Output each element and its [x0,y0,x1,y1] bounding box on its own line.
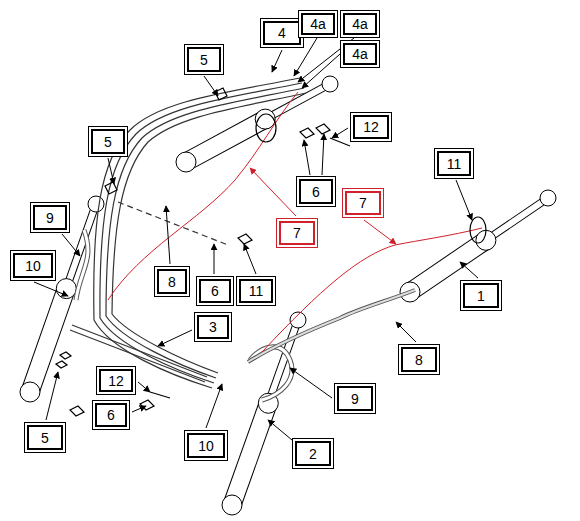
callout-number: 3 [209,320,217,334]
callout-number: 4a [352,17,368,31]
callout-box: 5 [24,422,66,453]
callout-number: 11 [447,157,462,171]
callout-number: 5 [41,431,49,445]
callout-box: 4a [298,10,338,38]
callout-box: 4a [340,10,380,38]
callout-number: 8 [415,353,423,367]
callout-number: 9 [351,392,359,406]
callout-number: 4a [352,47,368,61]
callout-number: 12 [108,374,124,388]
callout-box: 5 [88,126,128,157]
callout-number: 5 [200,53,208,67]
callout-box: 10 [10,250,56,281]
callout-box: 9 [334,383,376,414]
callout-number: 6 [211,284,219,298]
callout-box: 4a [340,40,380,68]
callout-box: 5 [184,44,224,75]
callout-box: 11 [236,276,276,306]
callout-number: 6 [312,185,320,199]
callout-box: 7 [276,218,318,248]
callout-box: 12 [350,112,392,142]
callout-box: 6 [296,176,336,207]
callout-number: 12 [363,120,379,134]
callout-number: 9 [46,211,54,225]
callout-box: 9 [30,202,70,233]
callout-box: 7 [342,188,384,218]
callout-box: 3 [194,312,232,342]
callout-box: 10 [184,430,228,461]
callout-number: 8 [168,275,176,289]
callout-number: 11 [249,284,264,298]
callout-box: 1 [460,280,502,311]
callout-box: 6 [92,400,130,430]
callout-number: 10 [198,439,214,453]
callout-number: 2 [309,447,317,461]
callout-box: 11 [434,148,474,179]
callout-number: 1 [477,289,485,303]
callout-number: 10 [25,259,41,273]
callout-box: 8 [398,344,440,375]
callout-number: 7 [359,196,367,210]
callout-number: 4a [310,17,326,31]
callout-number: 5 [104,135,112,149]
callout-number: 6 [107,408,115,422]
callout-box: 2 [292,438,334,469]
callout-box: 8 [154,266,190,297]
callout-box: 6 [196,276,234,306]
callout-box: 12 [96,366,136,395]
callout-number: 4 [278,26,286,40]
callout-number: 7 [293,226,301,240]
